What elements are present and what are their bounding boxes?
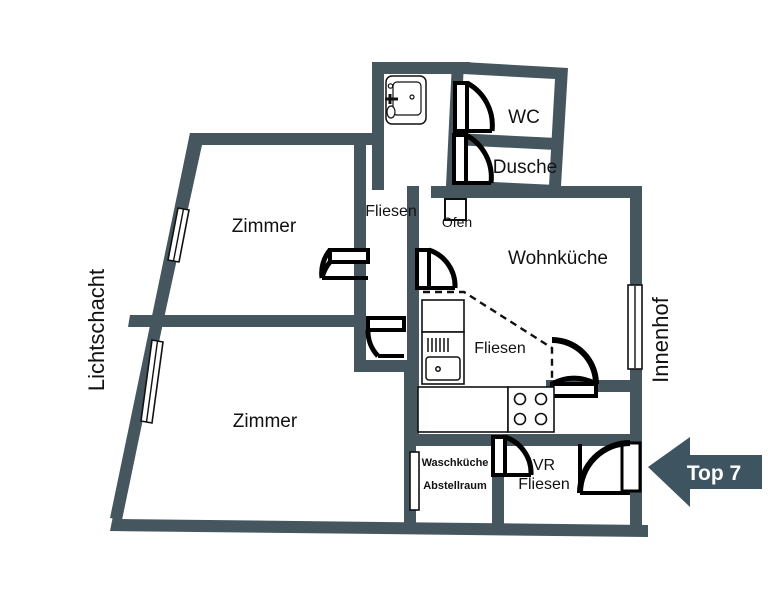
room-label-vr: VR — [533, 457, 555, 474]
door-swing-icon-dusche — [452, 132, 494, 185]
wall-zimmer-divider — [128, 315, 366, 327]
entrance-callout-label: Top 7 — [687, 462, 741, 485]
wall-wohnkueche-top — [419, 186, 640, 198]
wall-corridor-top — [372, 62, 470, 190]
room-label-wohnkueche: Wohnküche — [508, 248, 608, 269]
fixtures-group — [385, 75, 555, 433]
door-swing-icon-kitchen — [550, 337, 599, 398]
room-label-zimmer-bottom: Zimmer — [233, 411, 298, 432]
door-swing-icon-entrance — [577, 440, 631, 495]
door-swing-icon-wohnkueche — [415, 247, 458, 290]
wall-lower-stub — [354, 360, 410, 372]
window-icon-innenhof — [627, 284, 643, 370]
wall-bath-block-outer — [463, 62, 568, 186]
door-swing-icon-waschkueche — [491, 434, 534, 477]
door-swing-icon-zimmer-bottom — [365, 316, 406, 358]
side-label-innenhof: Innenhof — [648, 296, 673, 383]
room-label-dusche: Dusche — [493, 157, 557, 178]
window-icon-entrance-panel — [620, 441, 642, 493]
room-label-flur-fliesen: Fliesen — [365, 203, 417, 220]
side-labels-group: Lichtschacht Innenhof — [84, 269, 673, 391]
kitchen-sink-icon — [421, 331, 465, 385]
room-label-kueche-fliesen: Fliesen — [474, 340, 526, 357]
room-label-zimmer-top: Zimmer — [232, 216, 297, 237]
wall-zimmer-top-right — [354, 140, 366, 320]
room-label-abstellraum: Abstellraum — [423, 480, 487, 492]
windows-group — [140, 207, 643, 511]
room-label-vr-fliesen: Fliesen — [518, 476, 570, 493]
entrance-callout[interactable]: Top 7 — [648, 437, 762, 507]
kitchen-counter-run — [417, 386, 509, 433]
washbasin-icon — [385, 75, 427, 125]
doors-group — [319, 80, 631, 495]
walls-group — [110, 62, 648, 537]
window-icon-zimmer-top — [167, 207, 190, 263]
oven-square-icon — [444, 198, 467, 221]
room-label-wc: WC — [508, 107, 540, 128]
wall-service-strip-top — [404, 434, 640, 446]
room-label-waschkueche: Waschküche — [422, 457, 489, 469]
left-arrow-icon — [648, 437, 762, 507]
room-label-ofen: Ofen — [442, 214, 472, 230]
room-labels-group: Zimmer Zimmer Wohnküche WC Dusche Fliese… — [232, 107, 608, 493]
door-swing-icon-wc — [453, 80, 495, 133]
window-icon-waschkueche — [409, 451, 420, 511]
four-burner-cooktop-icon — [507, 386, 555, 433]
side-label-lichtschacht: Lichtschacht — [84, 269, 109, 391]
window-icon-zimmer-bottom — [140, 339, 164, 424]
kitchen-cabinet-upper — [421, 299, 465, 333]
door-swing-icon-zimmer-top — [319, 248, 370, 280]
